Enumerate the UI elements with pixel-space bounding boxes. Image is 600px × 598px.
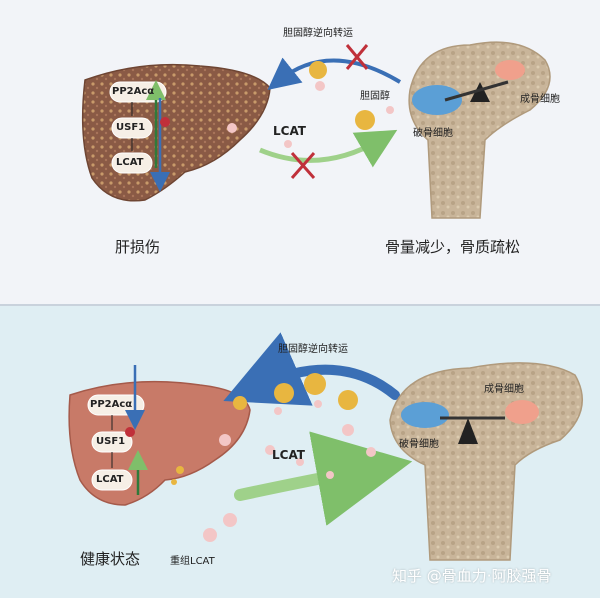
top-reverse-transport-arrow bbox=[267, 57, 402, 90]
top-node-usf1: USF1 bbox=[116, 122, 146, 133]
bottom-lcat-label: LCAT bbox=[272, 448, 305, 462]
panel-divider bbox=[0, 304, 600, 306]
top-caption-liver-injury: 肝损伤 bbox=[115, 238, 161, 256]
bottom-osteoblast-label: 成骨细胞 bbox=[484, 384, 524, 395]
top-node-lcat: LCAT bbox=[116, 157, 144, 168]
bottom-osteoclast-label: 破骨细胞 bbox=[399, 439, 439, 450]
bottom-reverse-transport-label: 胆固醇逆向转运 bbox=[278, 344, 348, 355]
bottom-reverse-transport-arrow bbox=[223, 332, 400, 406]
bottom-osteoclast bbox=[401, 402, 449, 428]
top-node-pp2ac: PP2Acα bbox=[112, 86, 155, 97]
bottom-caption-healthy: 健康状态 bbox=[80, 550, 141, 568]
top-balance-fulcrum bbox=[470, 82, 490, 102]
cross-lower bbox=[290, 152, 316, 179]
top-lcat-label: LCAT bbox=[273, 124, 306, 138]
top-osteoblast bbox=[495, 60, 525, 80]
watermark-text: 知乎 @骨血力·阿胶强骨 bbox=[392, 567, 552, 585]
top-caption-bone-loss: 骨量减少，骨质疏松 bbox=[385, 238, 521, 256]
bottom-node-pp2ac: PP2Acα bbox=[90, 399, 133, 410]
top-osteoblast-label: 成骨细胞 bbox=[520, 94, 560, 105]
top-lcat-arrow bbox=[259, 129, 398, 168]
bottom-node-lcat: LCAT bbox=[96, 474, 124, 485]
top-reverse-transport-label: 胆固醇逆向转运 bbox=[283, 28, 353, 39]
bottom-node-usf1: USF1 bbox=[96, 436, 126, 447]
top-osteoclast bbox=[412, 85, 462, 115]
damaged-liver bbox=[81, 63, 271, 202]
top-cholesterol-label: 胆固醇 bbox=[360, 91, 390, 102]
bottom-osteoblast bbox=[505, 400, 539, 424]
bottom-lcat-arrow bbox=[234, 431, 413, 526]
cross-upper bbox=[345, 44, 369, 70]
top-osteoclast-label: 破骨细胞 bbox=[413, 128, 453, 139]
bottom-recombinant-lcat-label: 重组LCAT bbox=[170, 556, 215, 567]
bottom-balance-fulcrum bbox=[458, 418, 478, 444]
